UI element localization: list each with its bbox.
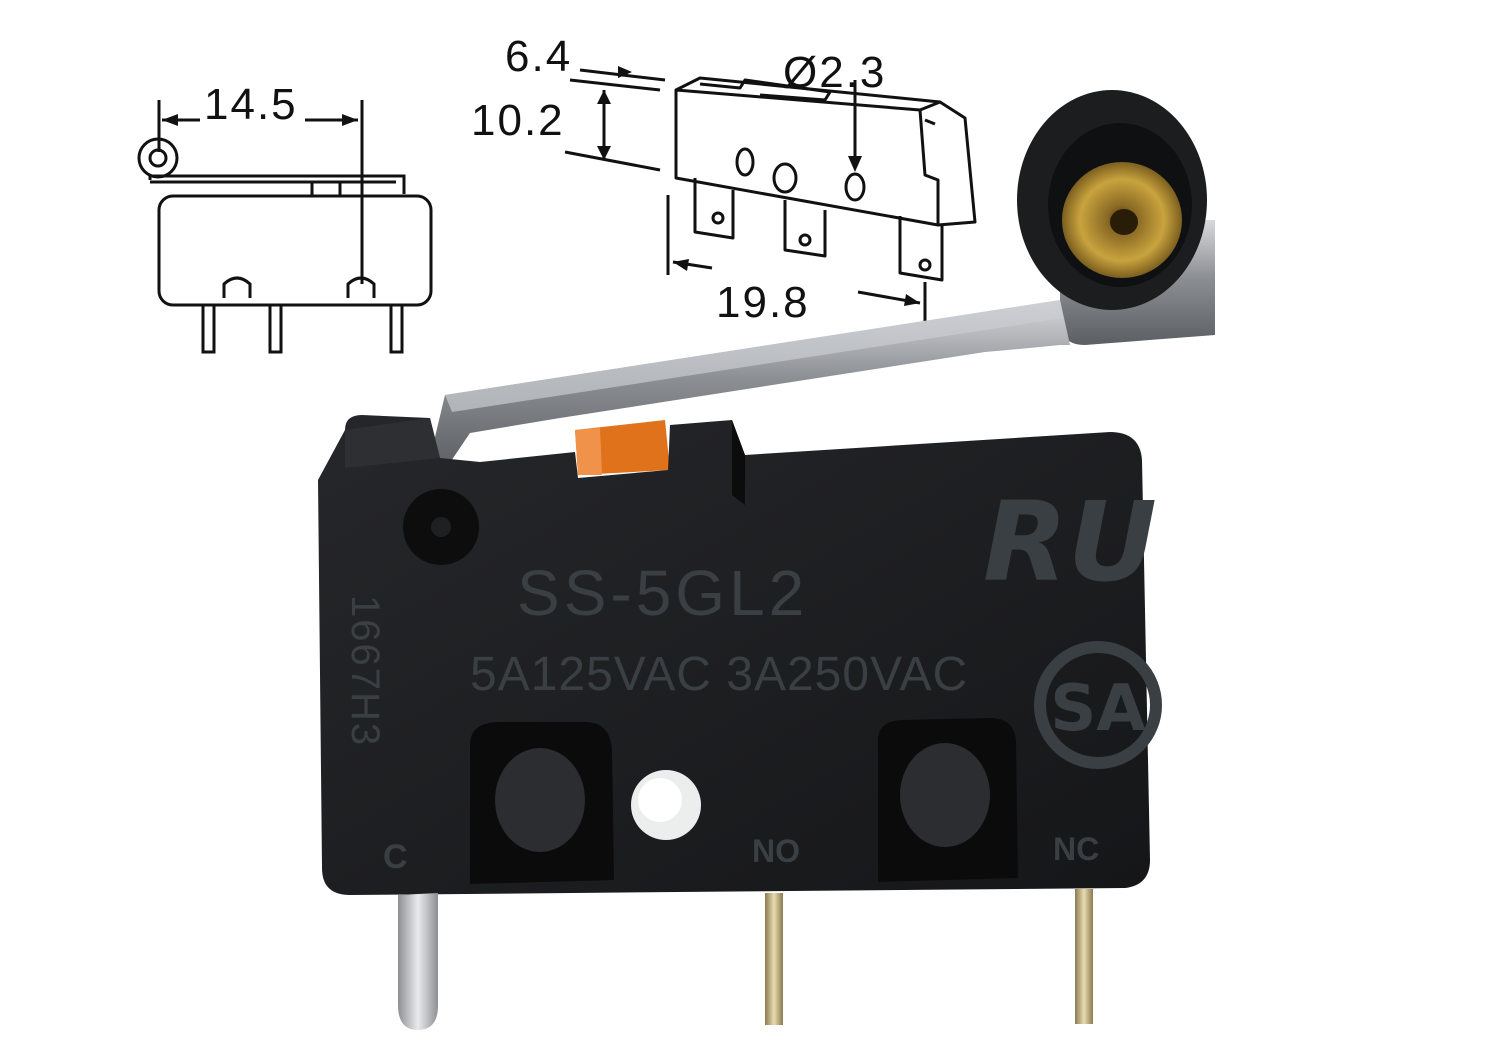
ul-mark: RU <box>983 478 1157 606</box>
iso-hole <box>735 147 755 177</box>
iso-hole <box>844 172 866 202</box>
model-text: SS-5GL2 <box>517 557 808 629</box>
arrow <box>597 90 611 104</box>
svg-text:SA: SA <box>1050 672 1146 746</box>
arrow <box>673 259 689 271</box>
body-outline <box>157 194 433 307</box>
boss-outline <box>346 276 376 298</box>
pin-outline <box>201 303 216 354</box>
lever-outline <box>148 174 406 194</box>
csa-mark: SA <box>1034 641 1162 769</box>
terminal-common <box>398 893 438 1030</box>
terminal-no-label: NO <box>752 833 800 869</box>
arrow <box>848 156 862 172</box>
dimension-height-label: 10.2 <box>471 96 565 145</box>
date-code-text: 1667H3 <box>343 595 387 747</box>
terminal-nc-label: NC <box>1053 831 1099 867</box>
terminal-no <box>765 893 783 1025</box>
arrow <box>618 66 632 78</box>
terminal-nc <box>1075 889 1093 1024</box>
dimension-width-label: 14.5 <box>204 80 298 129</box>
dimension-hole-label: Ø2.3 <box>783 48 887 97</box>
dimension-top-label: 6.4 <box>505 32 573 81</box>
iso-hole <box>772 162 798 194</box>
arrow <box>904 294 920 306</box>
svg-text:RU: RU <box>983 478 1157 606</box>
lever-arm <box>430 300 1070 470</box>
rating-text: 5A125VAC 3A250VAC <box>470 648 968 701</box>
roller-axle <box>148 148 168 168</box>
terminal-common-label: C <box>383 838 408 876</box>
pin-outline <box>389 303 404 354</box>
boss-outline <box>222 276 252 298</box>
dimension-length-label: 19.8 <box>716 278 810 327</box>
arrow <box>597 146 611 160</box>
pin-outline <box>268 303 283 354</box>
